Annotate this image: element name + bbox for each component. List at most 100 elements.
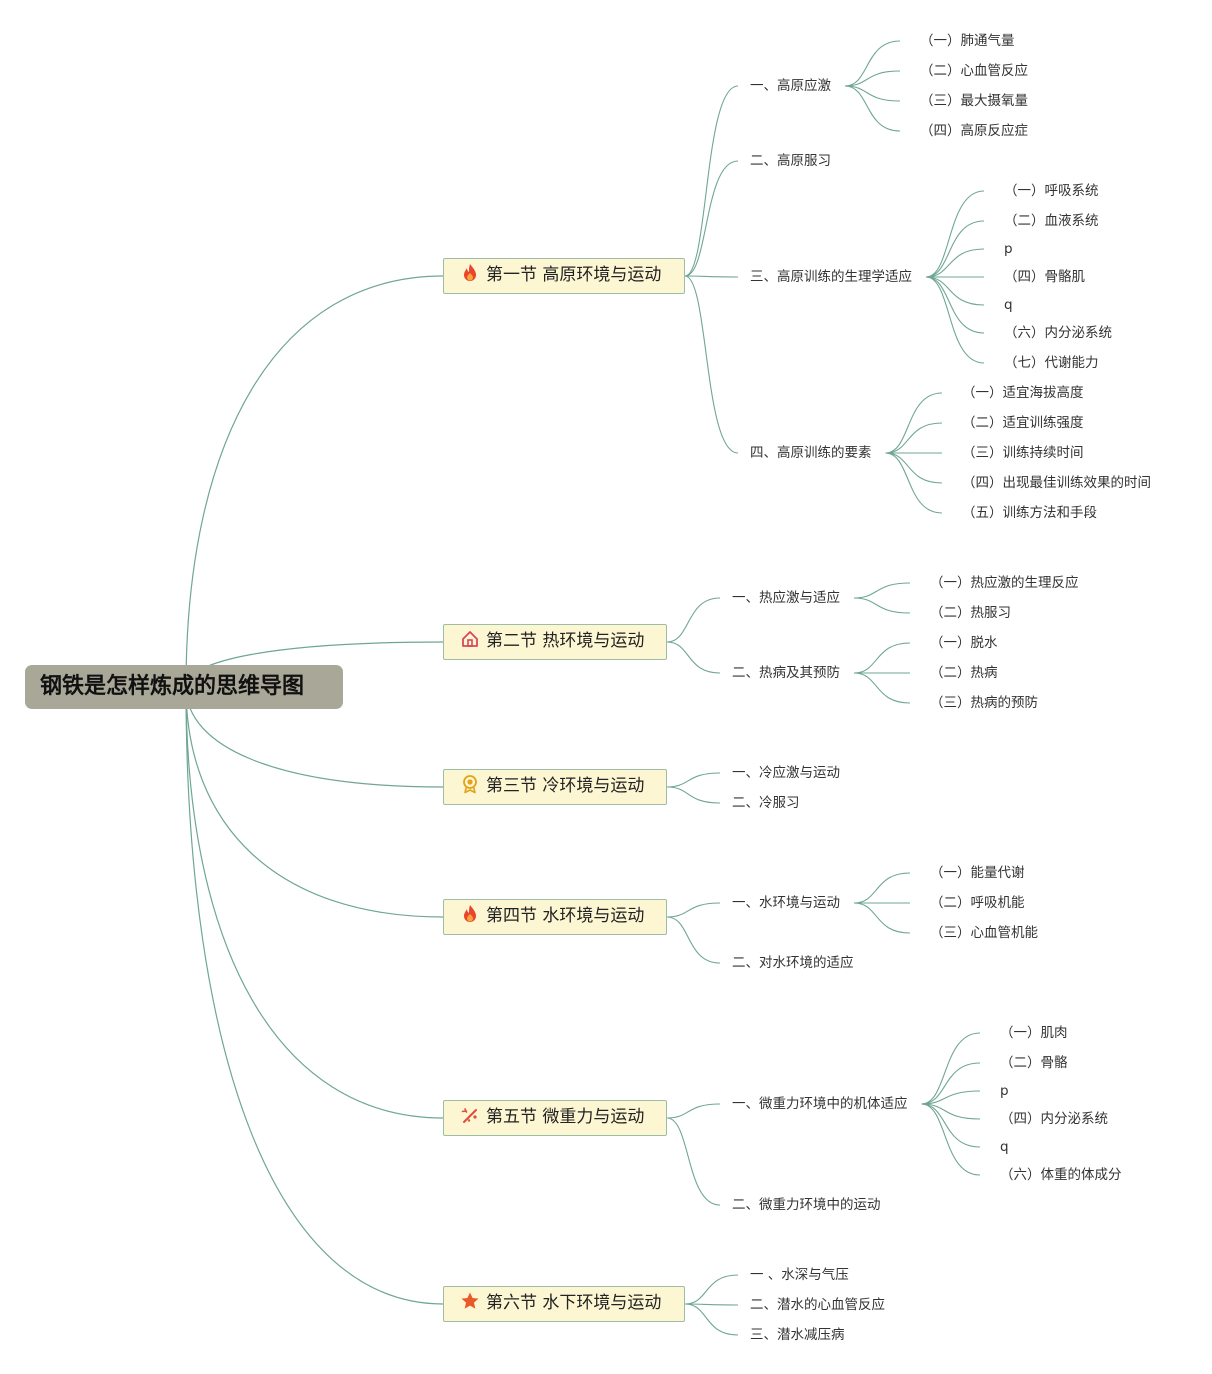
subtopic[interactable]: 一、热应激与适应 bbox=[732, 590, 840, 606]
connector-line bbox=[925, 190, 985, 278]
leaf-topic[interactable]: （一）肌肉 bbox=[1000, 1025, 1068, 1041]
leaf-topic[interactable]: （二）呼吸机能 bbox=[930, 895, 1025, 911]
subtopic[interactable]: 一、水环境与运动 bbox=[732, 895, 840, 911]
connector-line bbox=[666, 902, 721, 918]
leaf-topic[interactable]: （四）出现最佳训练效果的时间 bbox=[962, 475, 1151, 491]
connector-line bbox=[885, 452, 943, 484]
subtopic[interactable]: 二、高原服习 bbox=[750, 153, 831, 169]
section-5-topic[interactable]: 第五节 微重力与运动 bbox=[443, 1100, 667, 1136]
subtopic[interactable]: 一、高原应激 bbox=[750, 78, 831, 94]
connector-line bbox=[844, 40, 901, 87]
connector-line bbox=[925, 276, 985, 364]
leaf-topic[interactable]: p bbox=[1000, 1083, 1009, 1099]
connector-line bbox=[921, 1103, 981, 1120]
leaf-topic[interactable]: （三）热病的预防 bbox=[930, 695, 1038, 711]
connector-line bbox=[684, 1274, 739, 1305]
connector-line bbox=[921, 1032, 981, 1105]
star-icon bbox=[460, 1290, 480, 1310]
connector-line bbox=[921, 1090, 981, 1105]
subtopic[interactable]: 一、冷应激与运动 bbox=[732, 765, 840, 781]
connector-line bbox=[925, 220, 985, 278]
section-4-topic[interactable]: 第四节 水环境与运动 bbox=[443, 899, 667, 935]
subtopic[interactable]: 三、高原训练的生理学适应 bbox=[750, 269, 912, 285]
section-3-topic[interactable]: 第三节 冷环境与运动 bbox=[443, 769, 667, 805]
subtopic[interactable]: 二、微重力环境中的运动 bbox=[732, 1197, 881, 1213]
leaf-topic[interactable]: （一）肺通气量 bbox=[920, 33, 1015, 49]
connector-line bbox=[885, 392, 943, 454]
leaf-topic[interactable]: q bbox=[1000, 1139, 1009, 1155]
connector-line bbox=[853, 872, 911, 904]
leaf-topic[interactable]: （四）内分泌系统 bbox=[1000, 1111, 1108, 1127]
connector-line bbox=[666, 641, 721, 674]
subtopic[interactable]: 一、微重力环境中的机体适应 bbox=[732, 1096, 908, 1112]
connector-line bbox=[853, 902, 911, 934]
connector-line bbox=[185, 686, 444, 1305]
section-1-topic[interactable]: 第一节 高原环境与运动 bbox=[443, 258, 685, 294]
house-icon bbox=[460, 628, 480, 648]
leaf-topic[interactable]: （一）适宜海拔高度 bbox=[962, 385, 1084, 401]
leaf-topic[interactable]: p bbox=[1004, 241, 1013, 257]
connector-line bbox=[885, 452, 943, 514]
connector-line bbox=[666, 597, 721, 643]
leaf-topic[interactable]: （一）热应激的生理反应 bbox=[930, 575, 1079, 591]
subtopic[interactable]: 二、冷服习 bbox=[732, 795, 800, 811]
connector-line bbox=[185, 686, 444, 788]
flame-icon bbox=[460, 262, 480, 282]
flame-icon bbox=[460, 903, 480, 923]
subtopic[interactable]: 一 、水深与气压 bbox=[750, 1267, 849, 1283]
connector-line bbox=[185, 275, 444, 688]
leaf-topic[interactable]: （三）训练持续时间 bbox=[962, 445, 1084, 461]
connector-line bbox=[853, 642, 911, 674]
section-2-topic[interactable]: 第二节 热环境与运动 bbox=[443, 624, 667, 660]
connector-line bbox=[666, 916, 721, 964]
connector-line bbox=[185, 686, 444, 1119]
subtopic[interactable]: 二、潜水的心血管反应 bbox=[750, 1297, 885, 1313]
connector-line bbox=[925, 276, 985, 306]
connector-line bbox=[666, 772, 721, 788]
leaf-topic[interactable]: （二）适宜训练强度 bbox=[962, 415, 1084, 431]
leaf-topic[interactable]: （一）能量代谢 bbox=[930, 865, 1025, 881]
leaf-topic[interactable]: q bbox=[1004, 297, 1013, 313]
connector-line bbox=[844, 85, 901, 102]
subtopic[interactable]: 二、对水环境的适应 bbox=[732, 955, 854, 971]
connector-line bbox=[666, 1117, 721, 1206]
connector-line bbox=[844, 70, 901, 87]
connector-line bbox=[684, 275, 739, 278]
connector-line bbox=[853, 582, 911, 599]
connector-line bbox=[666, 786, 721, 804]
connector-line bbox=[684, 275, 739, 454]
leaf-topic[interactable]: （二）热病 bbox=[930, 665, 998, 681]
leaf-topic[interactable]: （一）脱水 bbox=[930, 635, 998, 651]
connector-line bbox=[885, 422, 943, 454]
connector-line bbox=[921, 1103, 981, 1176]
connector-line bbox=[925, 248, 985, 278]
sparkle-icon bbox=[460, 1104, 480, 1124]
leaf-topic[interactable]: （五）训练方法和手段 bbox=[962, 505, 1097, 521]
leaf-topic[interactable]: （三）心血管机能 bbox=[930, 925, 1038, 941]
subtopic[interactable]: 四、高原训练的要素 bbox=[750, 445, 872, 461]
connector-line bbox=[185, 686, 444, 918]
leaf-topic[interactable]: （三）最大摄氧量 bbox=[920, 93, 1028, 109]
leaf-topic[interactable]: （七）代谢能力 bbox=[1004, 355, 1099, 371]
connector-line bbox=[921, 1103, 981, 1148]
connector-line bbox=[684, 160, 739, 277]
connector-line bbox=[684, 85, 739, 277]
section-6-topic[interactable]: 第六节 水下环境与运动 bbox=[443, 1286, 685, 1322]
connector-line bbox=[666, 1103, 721, 1119]
connector-line bbox=[925, 276, 985, 334]
leaf-topic[interactable]: （一）呼吸系统 bbox=[1004, 183, 1099, 199]
subtopic[interactable]: 三、潜水减压病 bbox=[750, 1327, 845, 1343]
subtopic[interactable]: 二、热病及其预防 bbox=[732, 665, 840, 681]
leaf-topic[interactable]: （二）血液系统 bbox=[1004, 213, 1099, 229]
connector-line bbox=[921, 1062, 981, 1105]
root-topic[interactable]: 钢铁是怎样炼成的思维导图 bbox=[25, 665, 343, 709]
leaf-topic[interactable]: （六）体重的体成分 bbox=[1000, 1167, 1122, 1183]
leaf-topic[interactable]: （二）热服习 bbox=[930, 605, 1011, 621]
connector-line bbox=[844, 85, 901, 132]
leaf-topic[interactable]: （二）心血管反应 bbox=[920, 63, 1028, 79]
leaf-topic[interactable]: （六）内分泌系统 bbox=[1004, 325, 1112, 341]
leaf-topic[interactable]: （四）高原反应症 bbox=[920, 123, 1028, 139]
leaf-topic[interactable]: （二）骨骼 bbox=[1000, 1055, 1068, 1071]
leaf-topic[interactable]: （四）骨骼肌 bbox=[1004, 269, 1085, 285]
